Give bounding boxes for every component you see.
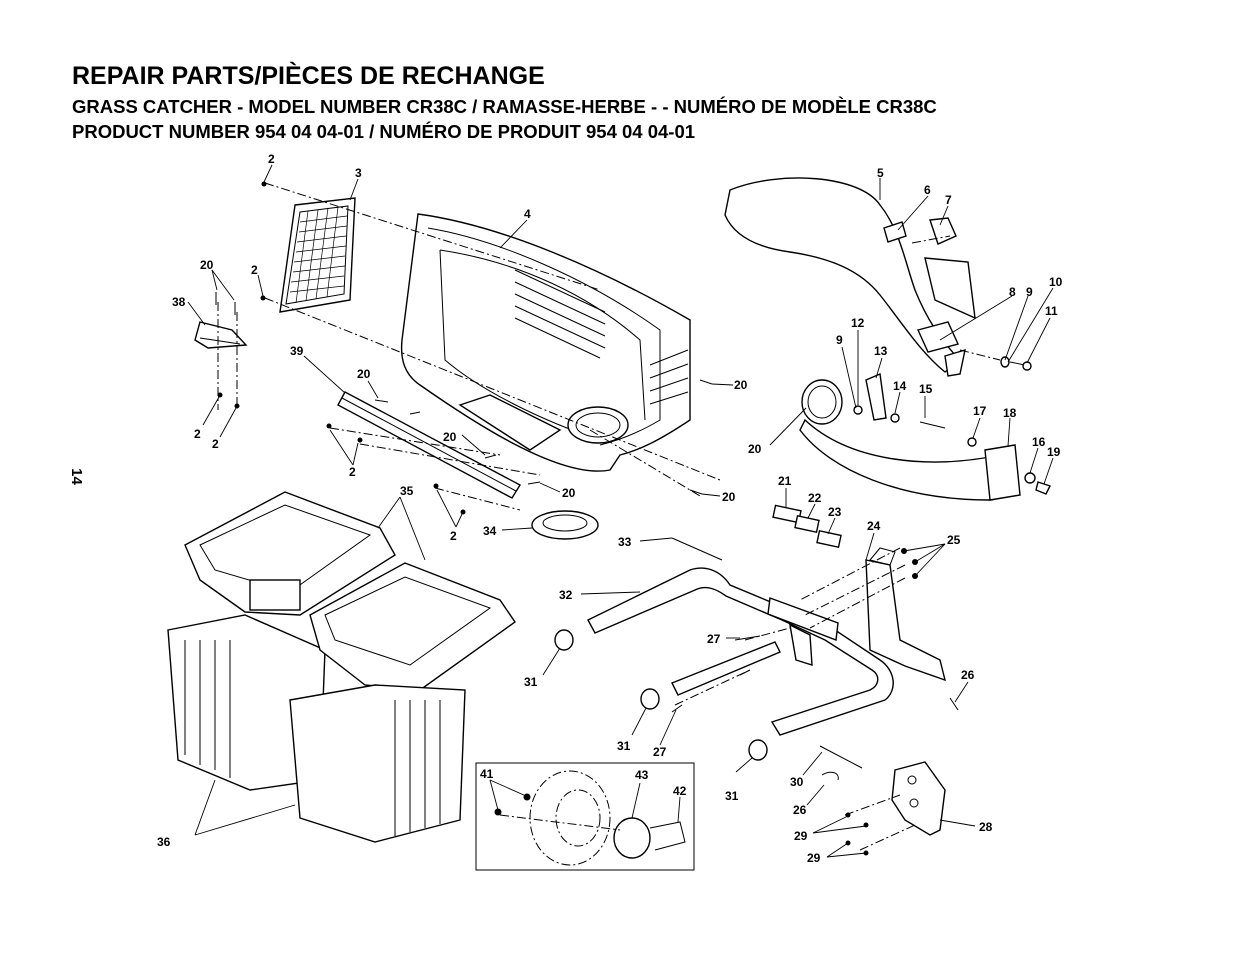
callout-8: 8 [1009, 285, 1016, 299]
callout-11: 11 [1045, 304, 1058, 318]
hinge-pin-parts [1000, 356, 1032, 371]
leader-lines [187, 164, 1054, 858]
callout-15: 15 [919, 382, 933, 396]
callout-32: 32 [559, 588, 573, 602]
callout-31: 31 [524, 675, 538, 689]
callout-25: 25 [947, 533, 961, 547]
callout-42: 42 [673, 784, 687, 798]
callout-2: 2 [268, 152, 275, 166]
callout-30: 30 [790, 775, 804, 789]
callout-27: 27 [707, 632, 721, 646]
callout-13: 13 [874, 344, 888, 358]
callout-33: 33 [618, 535, 632, 549]
callout-2: 2 [212, 437, 219, 451]
callout-6: 6 [924, 183, 931, 197]
callout-7: 7 [945, 193, 952, 207]
callout-20: 20 [357, 367, 371, 381]
model-number-heading: GRASS CATCHER - MODEL NUMBER CR38C / RAM… [72, 96, 937, 117]
callout-2: 2 [251, 263, 258, 277]
callout-27: 27 [653, 745, 667, 759]
callout-31: 31 [617, 739, 631, 753]
callout-31: 31 [725, 789, 739, 803]
callout-20: 20 [734, 378, 748, 392]
callout-39: 39 [290, 344, 304, 358]
callout-18: 18 [1003, 406, 1017, 420]
callout-14: 14 [893, 379, 907, 393]
callout-9: 9 [1026, 285, 1033, 299]
lower-chute-part [799, 372, 1051, 501]
deflector-bar-part [337, 391, 521, 499]
bag-frame-right-part [309, 562, 516, 691]
ring-gasket-part [531, 510, 599, 540]
callout-21: 21 [778, 474, 792, 488]
hitch-bracket-part [819, 745, 946, 836]
callout-2: 2 [450, 529, 457, 543]
grille-screen-part [279, 197, 356, 313]
callout-20: 20 [562, 486, 576, 500]
callout-19: 19 [1047, 445, 1061, 459]
callout-35: 35 [400, 484, 414, 498]
callout-29: 29 [794, 829, 808, 843]
bag-right-part [289, 684, 466, 843]
assembly-lines [217, 182, 1001, 851]
bag-left-part [167, 614, 326, 791]
callout-5: 5 [877, 166, 884, 180]
callout-20: 20 [443, 430, 457, 444]
page-title: REPAIR PARTS/PIÈCES DE RECHANGE [72, 62, 545, 90]
callout-12: 12 [851, 316, 865, 330]
product-number-heading: PRODUCT NUMBER 954 04 04-01 / NUMÉRO DE … [72, 121, 696, 142]
callout-2: 2 [194, 427, 201, 441]
end-cap-parts [554, 629, 768, 761]
callout-4: 4 [524, 207, 531, 221]
bag-frame-left-part [184, 491, 396, 616]
callout-43: 43 [635, 768, 649, 782]
callout-34: 34 [483, 524, 497, 538]
callout-20: 20 [748, 442, 762, 456]
callout-22: 22 [808, 491, 822, 505]
callout-41: 41 [480, 767, 494, 781]
callout-3: 3 [355, 166, 362, 180]
detail-inset-box [475, 762, 695, 871]
mount-plate-part [865, 547, 946, 682]
callout-36: 36 [157, 835, 171, 849]
spring-spacer-parts [772, 504, 842, 548]
callout-2: 2 [349, 465, 356, 479]
callout-38: 38 [172, 295, 186, 309]
latch-parts [883, 217, 976, 377]
callout-26: 26 [793, 803, 807, 817]
callout-29: 29 [807, 851, 821, 865]
callout-24: 24 [867, 519, 881, 533]
frame-rod-part [587, 537, 894, 736]
callout-10: 10 [1049, 275, 1063, 289]
callout-16: 16 [1032, 435, 1046, 449]
callout-20: 20 [722, 490, 736, 504]
callout-26: 26 [961, 668, 975, 682]
callout-28: 28 [979, 820, 993, 834]
callout-23: 23 [828, 505, 842, 519]
callout-20: 20 [200, 258, 214, 272]
callout-9: 9 [836, 333, 843, 347]
bracket-part [194, 321, 248, 349]
callout-17: 17 [973, 404, 987, 418]
catcher-housing-part [400, 213, 691, 472]
callout-labels: 2 3 4 2 20 38 39 20 2 2 2 20 2 20 20 20 … [157, 152, 1063, 865]
